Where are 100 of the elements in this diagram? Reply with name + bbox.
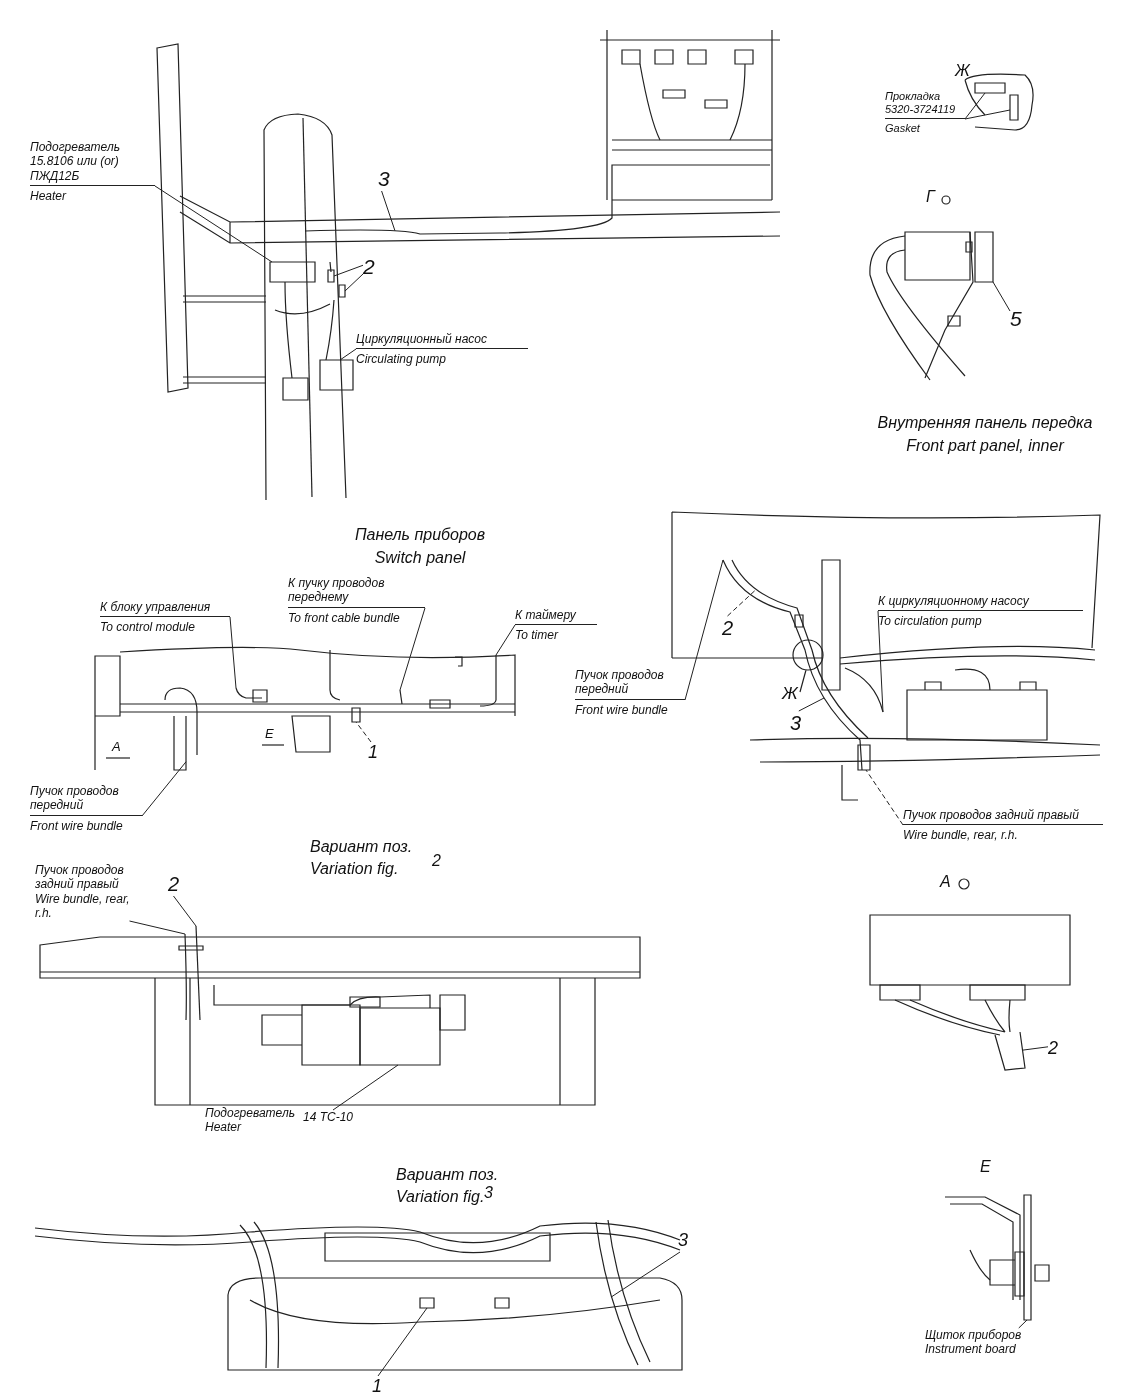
leader-line (399, 607, 426, 691)
leader-line (684, 559, 724, 701)
leader-line (173, 895, 197, 927)
view-letter: Е (980, 1158, 991, 1177)
view-letter: Г (926, 188, 935, 207)
leader-line (992, 281, 1011, 312)
leader-line (865, 769, 904, 826)
callout-text: Front wire bundle (30, 818, 124, 834)
gasket (1009, 94, 1019, 121)
callout-number: 2 (722, 616, 734, 640)
leader-line (355, 721, 372, 743)
grommet (857, 744, 871, 771)
cable (304, 164, 771, 235)
callout-text: К таймеру (515, 608, 597, 626)
view-letter: А (940, 873, 951, 892)
gasket (974, 82, 1006, 94)
callout-number: 2 (432, 852, 441, 871)
callout-number: 3 (378, 166, 390, 192)
callout-text: Подогреватель (205, 1106, 295, 1121)
callout-text: To circulation pump (878, 614, 983, 629)
wire-bundle (994, 1031, 1026, 1071)
leader-line (381, 190, 396, 232)
leader-line (727, 588, 757, 617)
heater-block (359, 1007, 441, 1066)
callout-number: 1 (372, 1376, 382, 1398)
callout-text: Wire bundle, rear, r.h. (903, 828, 1019, 843)
wire-bundle (164, 687, 198, 771)
view-letter: А (112, 740, 121, 755)
view-title: Front part panel, inner (906, 437, 1064, 456)
leader-line (964, 109, 1011, 120)
callout-text: К циркуляционному насосу (878, 594, 1083, 612)
callout-number: 2 (363, 254, 375, 280)
view-title: Variation fig. (396, 1188, 485, 1207)
view-letter: Е (265, 727, 274, 742)
view-letter: Ж (955, 62, 970, 81)
wire (479, 654, 497, 707)
callout-number: 2 (168, 872, 180, 896)
leader-line (332, 1064, 399, 1111)
callout-text: To front cable bundle (288, 610, 401, 626)
view-title: Внутренняя панель передка (877, 414, 1093, 433)
leader-line (141, 761, 187, 817)
callout-number: 3 (678, 1230, 688, 1252)
callout-text: Прокладка 5320-3724119 (885, 90, 965, 120)
pump-block (319, 359, 354, 391)
leader-line (495, 624, 516, 656)
view-letter: Ж (782, 684, 798, 704)
clip (351, 707, 361, 723)
leader-line (344, 273, 364, 292)
callout-text: К пучку проводов переднему (288, 576, 425, 608)
wire (235, 687, 263, 699)
callout-text: Gasket (885, 122, 921, 136)
leader-line (1022, 1046, 1049, 1051)
callout-text: To timer (515, 628, 560, 643)
callout-text: Front wire bundle (575, 702, 669, 718)
callout-text: Подогреватель 15.8106 или (or) ПЖД12Б (30, 140, 155, 187)
leader-line (798, 697, 825, 712)
leader-line (611, 1251, 681, 1298)
wire-bundle (184, 933, 187, 1021)
leader-line (154, 185, 273, 263)
connector (327, 269, 335, 283)
callout-number: 3 (790, 711, 802, 735)
wire-harness (722, 559, 863, 771)
callout-text: To control module (100, 620, 196, 635)
leader-line (964, 92, 986, 120)
bracket (974, 231, 994, 283)
callout-number: 3 (484, 1184, 493, 1201)
callout-text: Пучок проводов задний правый (903, 808, 1103, 826)
callout-text: Пучок проводов задний правый (35, 863, 125, 892)
callout-text: Wire bundle, rear, r.h. (35, 891, 131, 921)
heater-block (269, 261, 316, 283)
callout-number: 1 (368, 742, 378, 764)
leader-line (229, 616, 237, 689)
callout-text: Instrument board (925, 1342, 1017, 1357)
leader-line (877, 610, 884, 713)
callout-text: Heater (30, 189, 68, 204)
callout-text: Циркуляционный насос (356, 332, 528, 350)
view-title: Вариант поз. (310, 838, 413, 857)
callout-text: 14 ТС-10 (302, 1110, 353, 1125)
callout-text: Пучок проводов передний (30, 784, 142, 816)
connector (338, 284, 346, 298)
callout-text: Circulating pump (356, 352, 448, 367)
callout-text: Щиток приборов (925, 1328, 1023, 1343)
leader-line (333, 264, 364, 277)
leader-line (129, 920, 186, 935)
callout-number: 2 (1048, 1038, 1058, 1060)
wire-bundle (195, 925, 201, 1021)
view-title: Вариант поз. (396, 1166, 499, 1185)
callout-text: К блоку управления (100, 600, 230, 618)
callout-text: Heater (205, 1120, 243, 1135)
clip (419, 1297, 435, 1309)
wire (399, 689, 403, 705)
view-title: Панель приборов (354, 526, 486, 545)
leader-line (377, 1307, 428, 1377)
leader-line (1018, 1319, 1028, 1329)
view-title: Switch panel (374, 549, 466, 568)
leader-line (339, 348, 357, 361)
view-title: Variation fig. (310, 860, 399, 879)
panel-plate (1023, 1194, 1032, 1321)
cable (595, 1221, 639, 1366)
callout-text: Пучок проводов передний (575, 668, 685, 700)
